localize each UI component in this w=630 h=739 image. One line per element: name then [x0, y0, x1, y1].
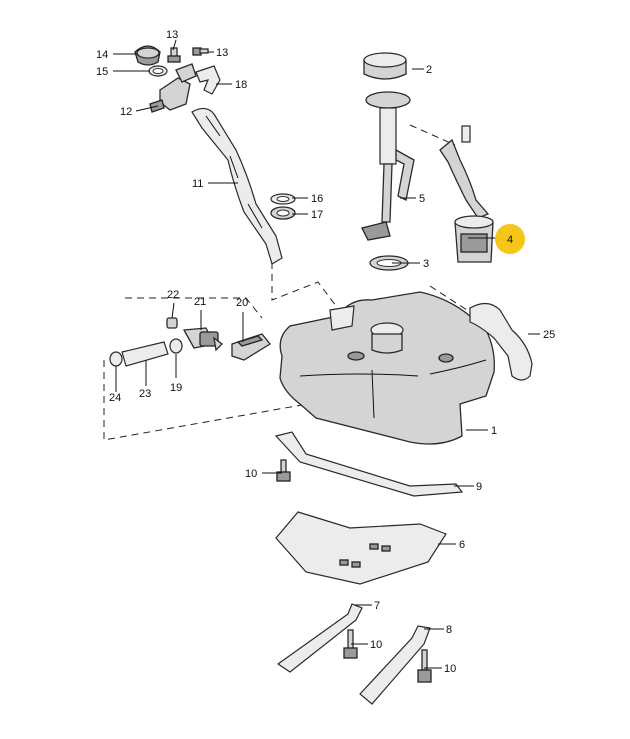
callout-12: 12: [120, 106, 132, 118]
clip-22: [166, 317, 178, 329]
fuel-pump-4: [439, 125, 494, 263]
callout-10-middle: 10: [370, 639, 382, 651]
callout-22: 22: [167, 289, 179, 301]
bolt-10-lower: [417, 649, 432, 683]
screw-13-right: [192, 47, 209, 56]
callout-13-right: 13: [216, 47, 228, 59]
callout-7: 7: [374, 600, 380, 612]
skid-plate-6: [275, 511, 447, 585]
fuel-level-sender-5: [361, 91, 415, 241]
callout-6: 6: [459, 539, 465, 551]
assembly-dashed-lines: [103, 124, 471, 441]
callout-10-lower: 10: [444, 663, 456, 675]
vent-hose-25: [469, 302, 533, 381]
grommet-17: [270, 206, 296, 220]
callout-25: 25: [543, 329, 555, 341]
bracket-20: [231, 333, 271, 361]
callout-16: 16: [311, 193, 323, 205]
seal-ring-15: [148, 65, 168, 77]
clip-18: [195, 65, 221, 95]
callout-14: 14: [96, 49, 108, 61]
callout-15: 15: [96, 66, 108, 78]
screw-13-top: [167, 47, 181, 63]
strap-8: [359, 625, 431, 705]
hose-clamp-24: [109, 351, 123, 367]
callout-3: 3: [423, 258, 429, 270]
valve-21: [182, 327, 223, 352]
lock-ring-2: [363, 52, 407, 80]
bolt-10-middle: [343, 629, 358, 659]
callout-8: 8: [446, 624, 452, 636]
callout-24: 24: [109, 392, 121, 404]
callout-21: 21: [194, 296, 206, 308]
callout-2: 2: [426, 64, 432, 76]
callout-4-highlighted[interactable]: 4: [495, 224, 525, 254]
callout-9: 9: [476, 481, 482, 493]
callout-leaders: [113, 39, 540, 669]
callout-18: 18: [235, 79, 247, 91]
callout-19: 19: [170, 382, 182, 394]
callout-20: 20: [236, 297, 248, 309]
callout-23: 23: [139, 388, 151, 400]
callout-17: 17: [311, 209, 323, 221]
highlight-circle: [495, 224, 525, 254]
grommet-16: [270, 193, 296, 205]
hose-clamp-19: [169, 338, 183, 354]
tank-strap-9: [274, 431, 464, 497]
callout-13-top: 13: [166, 29, 178, 41]
callout-5: 5: [419, 193, 425, 205]
callout-labels: 1 2 3 4 5 6 7 8 9 10 10 10 11 12 13 13 1…: [96, 29, 555, 675]
bolt-10-upper: [276, 459, 291, 482]
hose-23: [121, 341, 169, 367]
callout-4: 4: [507, 234, 513, 246]
callout-1: 1: [491, 425, 497, 437]
callout-11: 11: [192, 178, 203, 190]
filler-hose-11: [191, 107, 283, 265]
fuel-tank-1: [279, 291, 495, 445]
strap-7: [276, 603, 363, 673]
filler-cap-14: [134, 45, 161, 66]
callout-10-upper: 10: [245, 468, 257, 480]
